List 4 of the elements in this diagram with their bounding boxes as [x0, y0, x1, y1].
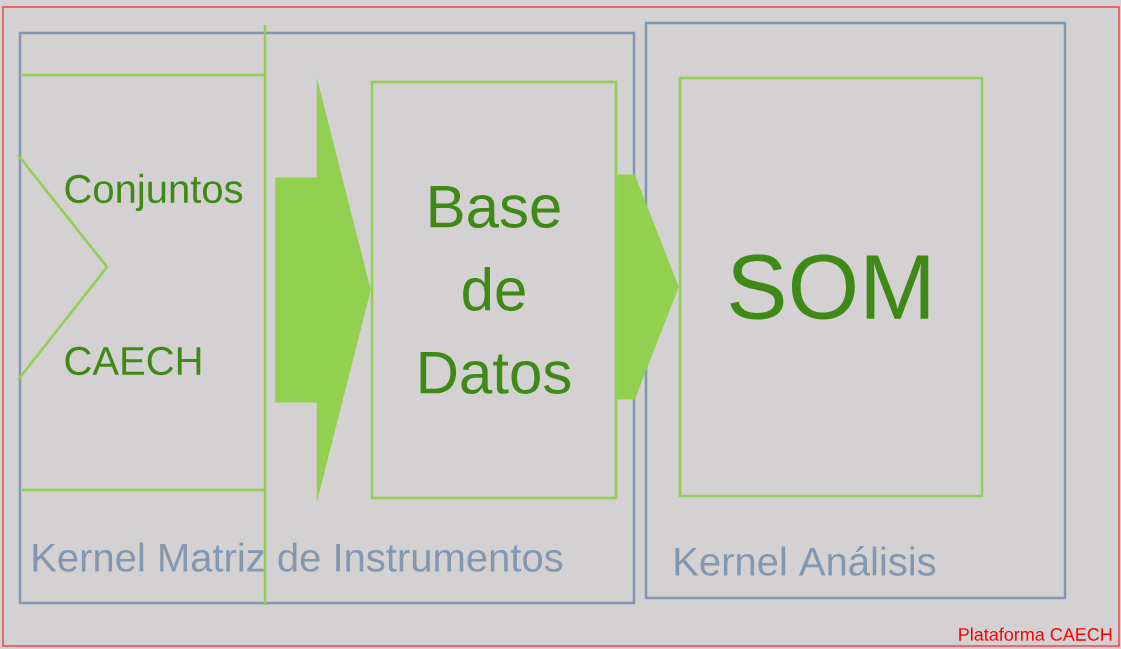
process-box: SOM [678, 76, 984, 498]
process-box: Base de Datos [370, 80, 618, 500]
block-arrow [275, 77, 371, 503]
block-arrow [617, 174, 679, 400]
